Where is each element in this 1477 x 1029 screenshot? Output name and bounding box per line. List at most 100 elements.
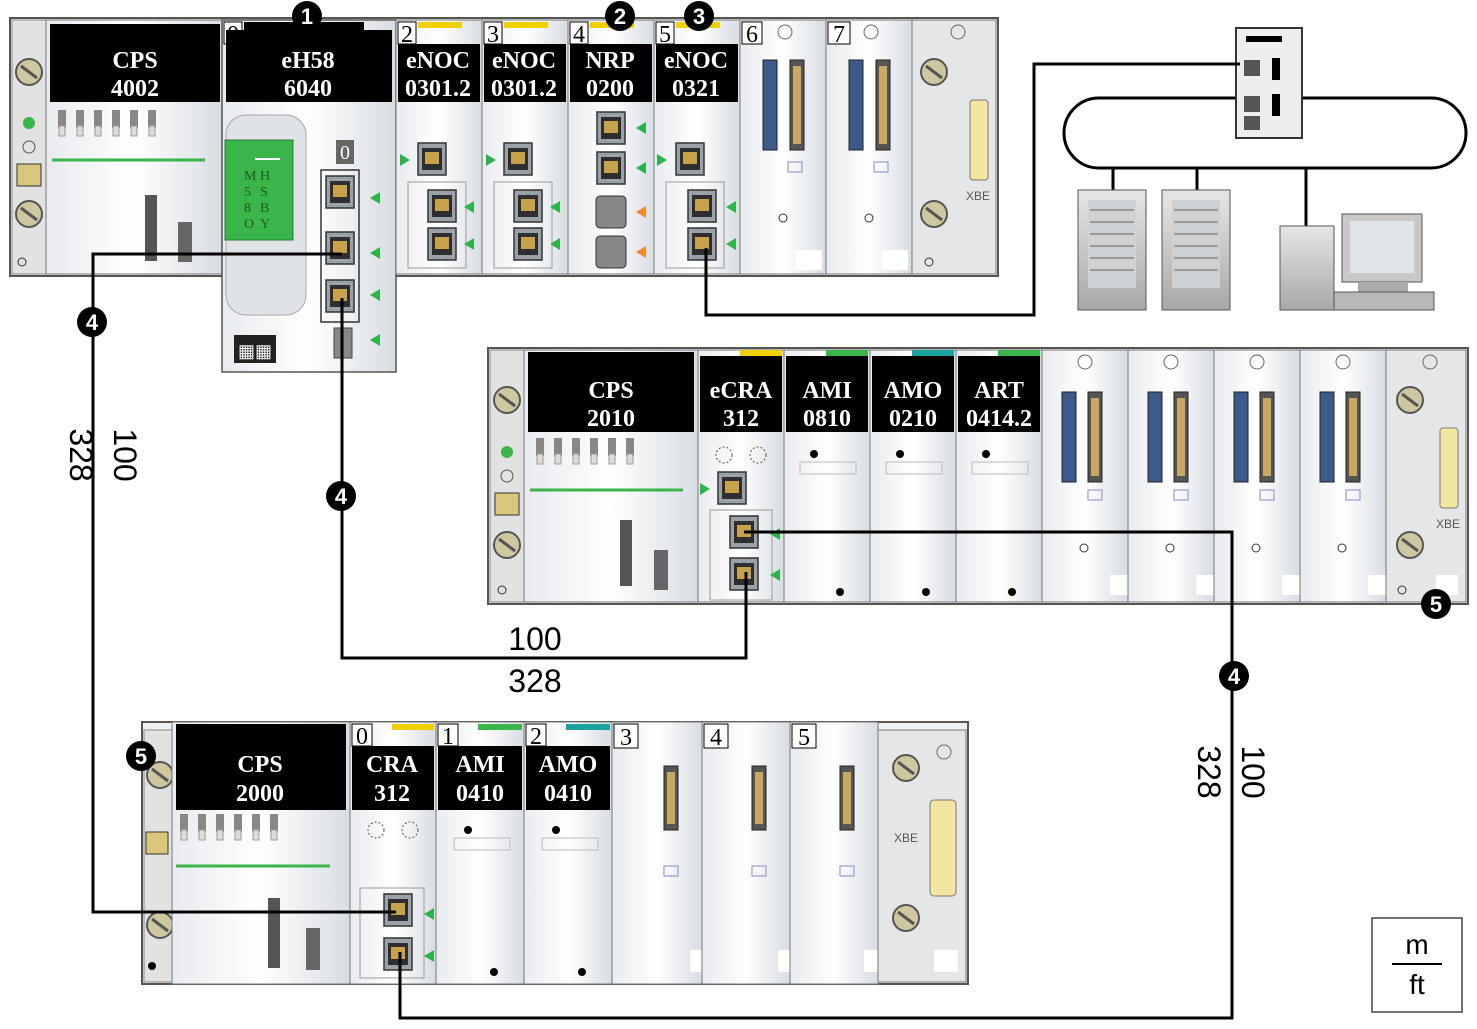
local-slot-7-number: 7 bbox=[833, 22, 845, 48]
remote-2-slot-4-number: 4 bbox=[710, 725, 722, 751]
remote-1-empty-slot-d bbox=[1299, 349, 1390, 603]
remote-2-amo-module: 2 AMO 0410 bbox=[523, 721, 613, 985]
svg-text:B: B bbox=[260, 201, 269, 216]
cpu-display bbox=[224, 139, 294, 241]
remote-rack-2: CPS 2000 0 CRA 312 1 bbox=[141, 721, 969, 985]
distance-middle-ft: 328 bbox=[508, 663, 561, 699]
cpu-port-1[interactable] bbox=[325, 175, 355, 209]
local-cps-name: CPS bbox=[112, 48, 157, 74]
local-cps-number: 4002 bbox=[111, 76, 159, 102]
local-cps-module: CPS 4002 bbox=[45, 19, 223, 275]
remote-1-ecra-module: eCRA 312 bbox=[697, 349, 785, 603]
svg-text:5: 5 bbox=[244, 185, 251, 200]
remote-1-amo-number: 0210 bbox=[889, 406, 937, 432]
remote-2-cps-number: 2000 bbox=[236, 781, 284, 807]
remote-1-xbe-extender: XBE bbox=[1385, 349, 1467, 603]
remote-1-xbe-label: XBE bbox=[1436, 517, 1460, 531]
callout-4b-text: 4 bbox=[335, 484, 348, 509]
remote-2-empty-slot-5: 5 bbox=[789, 721, 888, 985]
server-2[interactable] bbox=[1161, 189, 1231, 311]
distance-right-ft: 328 bbox=[1191, 745, 1227, 798]
local-empty-slot-7: 7 bbox=[825, 19, 913, 275]
remote-2-ami-name: AMI bbox=[455, 752, 504, 778]
distance-label-left: 100 328 bbox=[63, 428, 143, 481]
units-legend-top: m bbox=[1405, 929, 1428, 960]
remote-1-ami-name: AMI bbox=[802, 378, 851, 404]
network-switch[interactable] bbox=[1235, 27, 1303, 139]
local-module-slot-3: 3 eNOC 0301.2 bbox=[481, 19, 569, 275]
server-1[interactable] bbox=[1077, 189, 1147, 311]
remote-2-slot-0-number: 0 bbox=[356, 724, 368, 750]
remote-2-cra-module: 0 CRA 312 bbox=[349, 721, 437, 985]
local-module-slot-5: 5 eNOC 0321 bbox=[653, 19, 741, 275]
svg-text:S: S bbox=[260, 185, 268, 200]
svg-text:8: 8 bbox=[244, 201, 251, 216]
remote-1-ami-number: 0810 bbox=[803, 406, 851, 432]
callout-5-left: 5 bbox=[126, 741, 156, 771]
local-xbe-extender: XBE bbox=[911, 19, 997, 275]
callout-2: 2 bbox=[605, 1, 635, 31]
cra-port-2[interactable] bbox=[383, 937, 413, 971]
callout-4-left: 4 bbox=[77, 307, 107, 337]
local-slot-4-code: 0200 bbox=[586, 76, 634, 102]
local-slot-3-number: 3 bbox=[487, 22, 499, 48]
cra-port-1[interactable] bbox=[383, 893, 413, 927]
local-slot-3-code: 0301.2 bbox=[491, 76, 557, 102]
units-legend: m ft bbox=[1371, 917, 1463, 1013]
units-legend-bottom: ft bbox=[1409, 969, 1425, 1000]
remote-1-ecra-name: eCRA bbox=[710, 378, 773, 404]
local-slot-4-name: NRP bbox=[585, 48, 634, 74]
distance-label-middle: 100 328 bbox=[508, 621, 561, 699]
local-module-slot-4: 4 NRP 0200 bbox=[567, 19, 655, 275]
cpu-port-2[interactable] bbox=[325, 231, 355, 265]
workstation-computer[interactable] bbox=[1279, 213, 1435, 311]
callout-3: 3 bbox=[684, 1, 714, 31]
local-rack: CPS 4002 0 eH58 6040 M 5 8 O H S B bbox=[9, 17, 999, 373]
callout-2-text: 2 bbox=[614, 4, 626, 29]
remote-2-amo-number: 0410 bbox=[544, 781, 592, 807]
local-slot-6-number: 6 bbox=[746, 22, 758, 48]
cable-enoc-to-control-network bbox=[704, 62, 1240, 317]
remote-2-cra-name: CRA bbox=[366, 752, 419, 778]
remote-2-xbe-extender: XBE bbox=[877, 729, 967, 983]
svg-text:▦▦: ▦▦ bbox=[238, 341, 272, 361]
svg-text:M: M bbox=[244, 169, 257, 184]
remote-1-art-number: 0414.2 bbox=[966, 406, 1032, 432]
remote-1-empty-slot-c bbox=[1213, 349, 1304, 603]
local-slot-2-number: 2 bbox=[401, 22, 413, 48]
callout-4c-text: 4 bbox=[1228, 664, 1241, 689]
local-cpu-module: 0 eH58 6040 M 5 8 O H S B Y 0 bbox=[221, 19, 397, 373]
remote-2-ami-number: 0410 bbox=[456, 781, 504, 807]
cable-remote-1-to-remote-2 bbox=[398, 530, 1234, 1020]
control-network bbox=[1062, 27, 1468, 311]
remote-2-empty-slot-4: 4 bbox=[701, 721, 802, 985]
local-cpu-number: 6040 bbox=[284, 76, 332, 102]
ecra-port-2[interactable] bbox=[729, 557, 759, 591]
local-slot-2-code: 0301.2 bbox=[405, 76, 471, 102]
cpu-port-label: 0 bbox=[340, 142, 350, 164]
remote-2-slot-5-number: 5 bbox=[798, 725, 810, 751]
remote-1-empty-slot-a bbox=[1041, 349, 1132, 603]
local-slot-5-name: eNOC bbox=[664, 48, 728, 74]
local-slot-4-number: 4 bbox=[573, 22, 585, 48]
remote-1-amo-name: AMO bbox=[884, 378, 943, 404]
distance-right-m: 100 bbox=[1235, 745, 1271, 798]
remote-2-slot-2-number: 2 bbox=[530, 724, 542, 750]
local-slot-5-number: 5 bbox=[659, 22, 671, 48]
distance-left-m: 100 bbox=[107, 428, 143, 481]
local-module-slot-2: 2 eNOC 0301.2 bbox=[395, 19, 483, 275]
remote-1-art-module: ART 0414.2 bbox=[955, 349, 1043, 603]
svg-text:Y: Y bbox=[260, 217, 270, 232]
cable-cpu-to-remote-2 bbox=[91, 252, 396, 914]
cpu-port-3[interactable] bbox=[325, 279, 355, 313]
remote-2-xbe-label: XBE bbox=[894, 831, 918, 845]
remote-rack-1: CPS 2010 eCRA 312 AMI bbox=[487, 347, 1469, 605]
callout-1: 1 bbox=[292, 1, 322, 31]
remote-1-ecra-number: 312 bbox=[723, 406, 759, 432]
local-slot-3-name: eNOC bbox=[492, 48, 556, 74]
remote-2-slot-3-number: 3 bbox=[620, 725, 632, 751]
remote-1-cps-module: CPS 2010 bbox=[523, 349, 699, 603]
usb-icon: ▦▦ bbox=[234, 335, 276, 363]
ecra-service-port[interactable] bbox=[717, 471, 747, 505]
local-empty-slot-6: 6 bbox=[739, 19, 827, 275]
